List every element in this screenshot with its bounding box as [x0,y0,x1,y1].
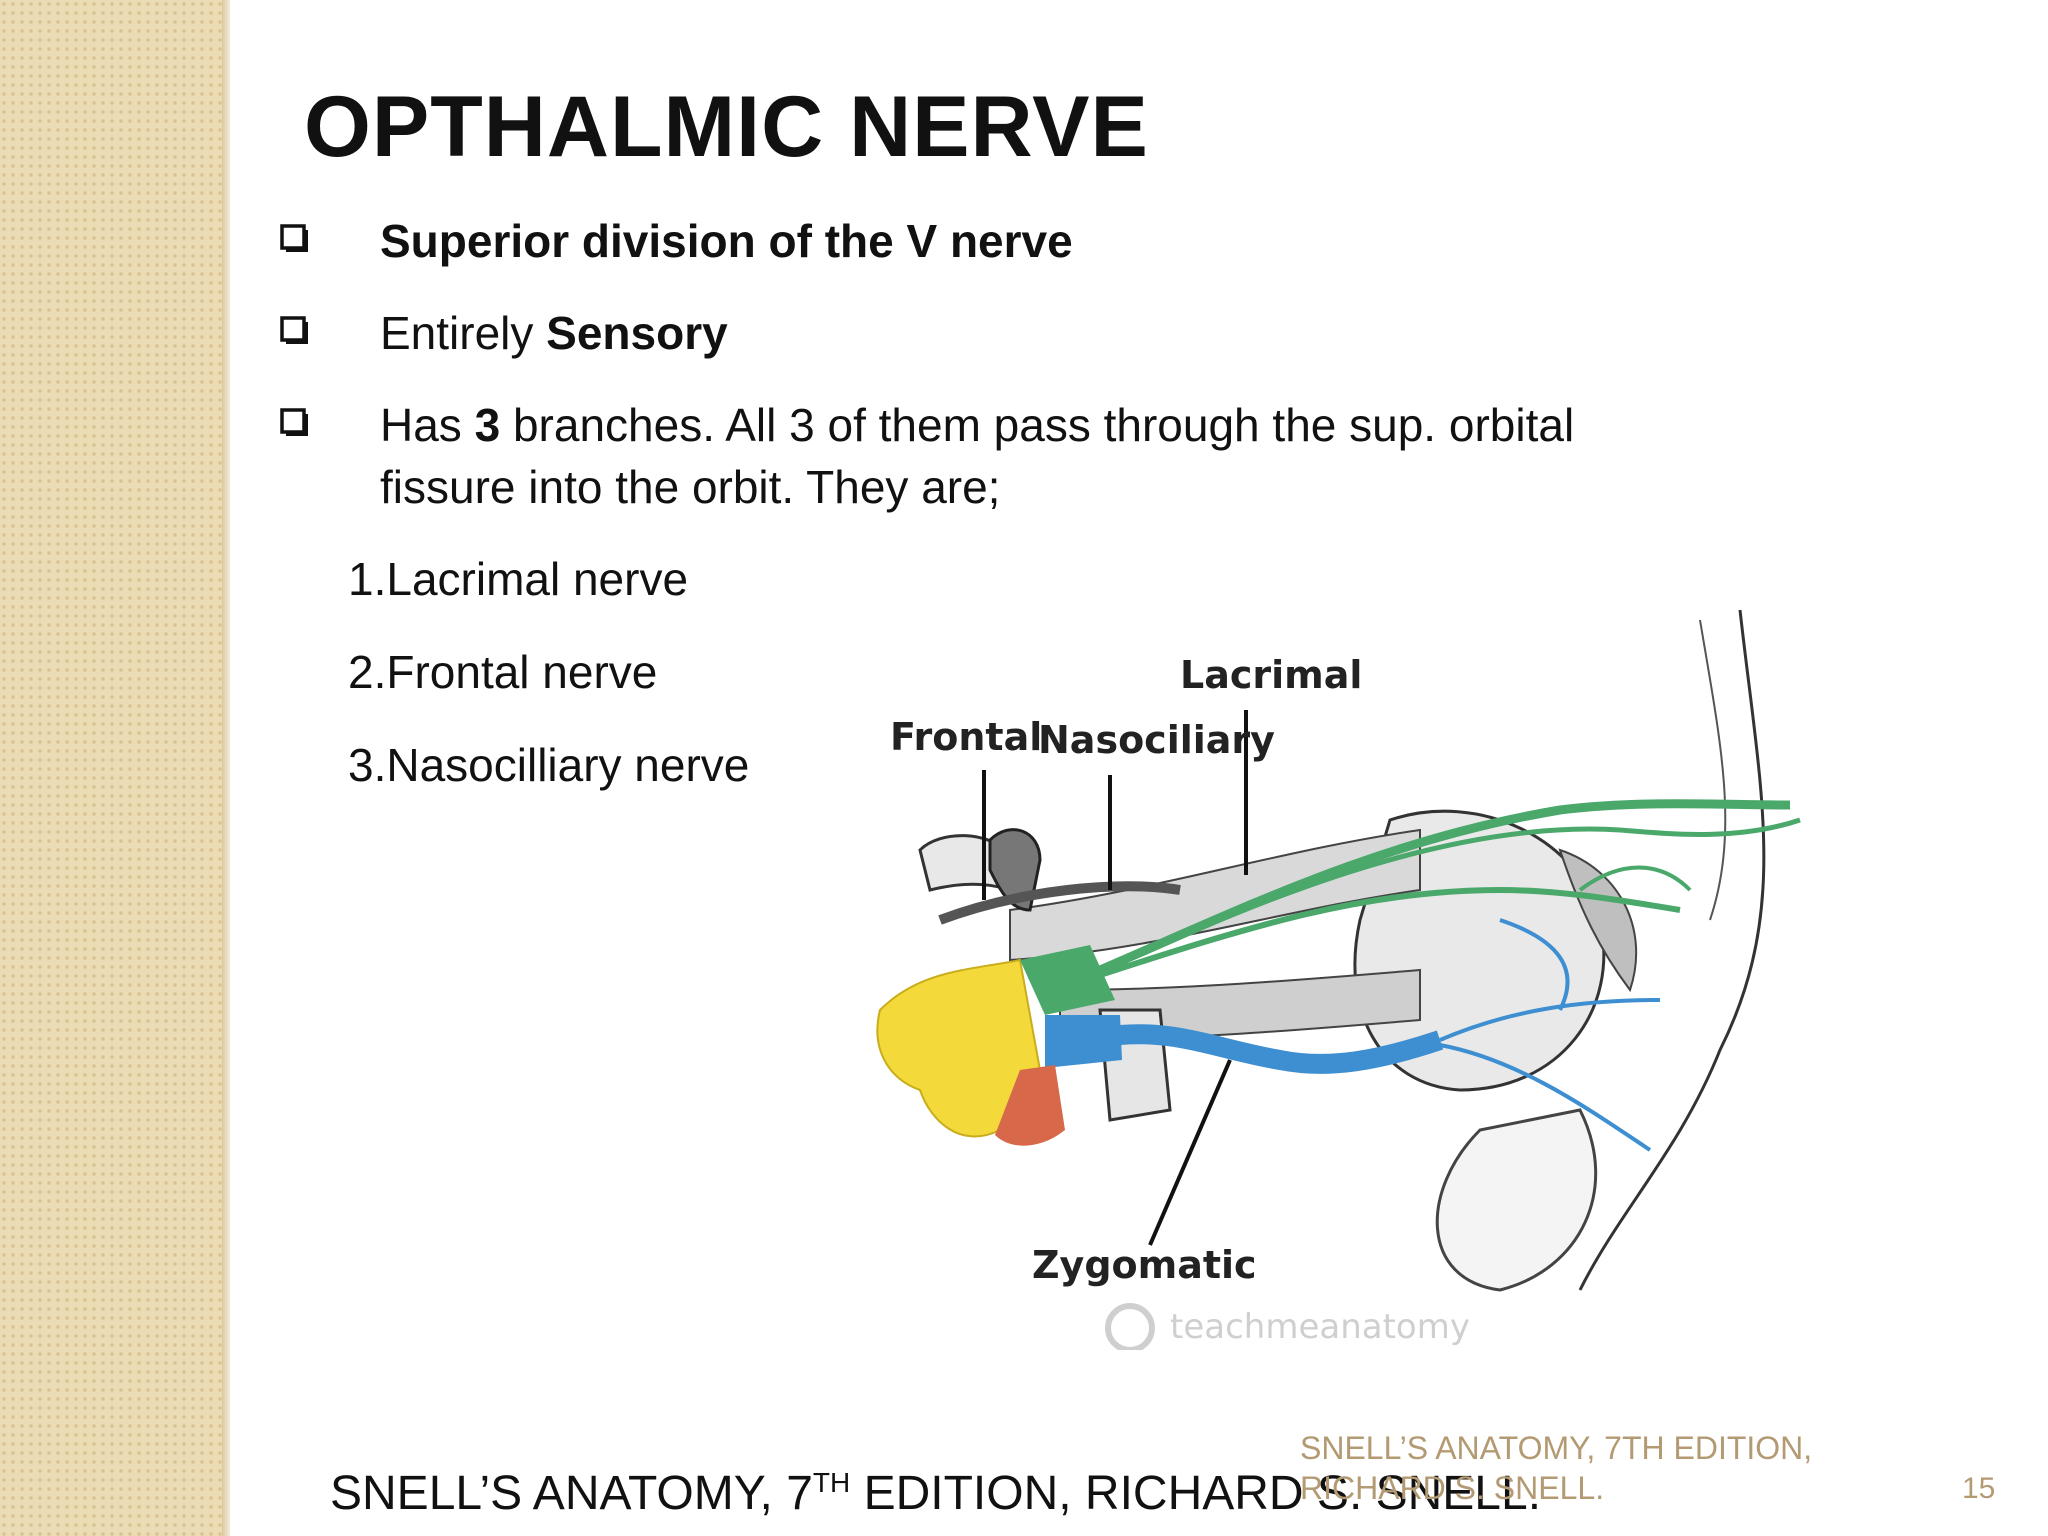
nasociliary-nerve [1099,886,1681,978]
branch-item-frontal: 2.Frontal nerve [348,646,658,698]
label-nasociliary: Nasociliary [1038,718,1275,762]
branch-item-nasociliary: 3.Nasocilliary nerve [348,739,750,791]
citation-text: SNELL’S ANATOMY, 7TH EDITION, RICHARD S.… [330,1467,1542,1520]
maxillary-nerve [1119,1024,1444,1074]
ophthalmic-nerve-diagram: Frontal Nasociliary Lacrimal Zygomatic t… [876,609,1801,1350]
checkbox-bullet-icon [280,316,308,344]
zygomatic-branch [1439,998,1661,1042]
zygomatic-branch [1439,1043,1652,1152]
orbit-outline [1578,609,1766,1291]
maxillary-division [1045,1015,1122,1068]
slide-title: OPTHALMIC NERVE [304,79,1149,175]
maxilla-outline [1435,1108,1598,1292]
mandibular-division [995,1065,1065,1146]
vessel-loop [988,828,1042,912]
watermark-text: teachmeanatomy [1170,1307,1470,1347]
bullet-text: Has 3 branches. All 3 of them pass throu… [380,399,1575,513]
decorative-sidebar [0,0,228,1536]
checkbox-bullet-icon [280,224,308,252]
checkbox-bullet-icon [280,408,308,436]
zygomatic-leader [1148,1059,1232,1246]
trigeminal-ganglion [876,958,1042,1138]
zygomatic-branch [1499,918,1570,1011]
slide-background [230,0,2048,1536]
sidebar-edge [222,0,230,1536]
globe-tissue [1558,848,1638,993]
branch-item-lacrimal: 1.Lacrimal nerve [348,553,689,605]
watermark-logo-icon [1105,1303,1155,1350]
orbit-rim [1699,619,1727,921]
lacrimal-branch [1578,865,1692,892]
page-number: 15 [1962,1472,1996,1505]
bullet-text: Entirely Sensory [380,307,728,359]
label-zygomatic: Zygomatic [1032,1243,1257,1287]
footer-reference: SNELL’S ANATOMY, 7TH EDITION,RICHARD S. … [1300,1430,1813,1506]
bullet-text: Superior division of the V nerve [380,215,1073,267]
artery [938,881,1181,925]
label-frontal: Frontal [890,715,1042,759]
label-lacrimal: Lacrimal [1180,653,1362,697]
lacrimal-nerve [1108,817,1801,971]
ophthalmic-division [1020,945,1115,1015]
